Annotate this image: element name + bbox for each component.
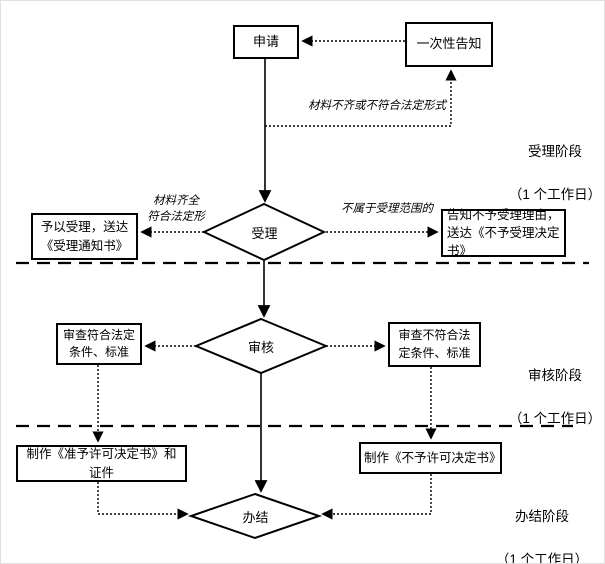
edge-make-license-to-complete xyxy=(97,482,189,520)
edge-label-materials-complete: 材料齐全 符合法定形 xyxy=(147,195,205,223)
process-box-apply: 申请 xyxy=(233,25,299,59)
edge-label-materials-incomplete: 材料不齐或不符合法定形式 xyxy=(308,100,446,112)
edge-make-reject-to-complete xyxy=(321,474,432,520)
stage-label-review: 审核阶段 （1 个工作日） xyxy=(504,343,604,429)
decision-complete-label: 办结 xyxy=(242,509,269,525)
decision-review-shape xyxy=(193,317,329,375)
edge-label-out-of-scope: 不属于受理范围的 xyxy=(341,203,433,215)
process-box-review-fail: 审查不符合法定条件、标准 xyxy=(388,322,481,367)
decision-complete-shape xyxy=(187,492,323,540)
process-box-reject-result: 告知不予受理理由，送达《不予受理决定书》 xyxy=(441,208,566,258)
edge-branch-to-notify xyxy=(265,69,457,127)
process-box-make-license: 制作《准予许可决定书》和证件 xyxy=(16,445,187,482)
stage-label-acceptance: 受理阶段 （1 个工作日） xyxy=(504,119,604,205)
stage-2-name: 审核阶段 xyxy=(528,367,582,383)
decision-accept-shape xyxy=(201,202,327,262)
stage-3-duration: （1 个工作日） xyxy=(495,551,589,564)
stage-label-completion: 办结阶段 （1 个工作日） xyxy=(491,484,593,564)
decision-review-label: 审核 xyxy=(247,339,274,355)
stage-2-duration: （1 个工作日） xyxy=(508,410,602,426)
stage-1-name: 受理阶段 xyxy=(528,143,582,159)
process-box-make-reject-decision: 制作《不予许可决定书》 xyxy=(359,442,502,474)
process-box-review-pass: 审查符合法定条件、标准 xyxy=(56,323,142,365)
decision-accept-label: 受理 xyxy=(251,225,278,241)
stage-1-duration: （1 个工作日） xyxy=(508,186,602,202)
stage-3-name: 办结阶段 xyxy=(515,508,569,524)
process-box-one-time-notice: 一次性告知 xyxy=(405,22,493,67)
process-box-accept-result: 予以受理，送达 《受理通知书》 xyxy=(31,213,138,260)
